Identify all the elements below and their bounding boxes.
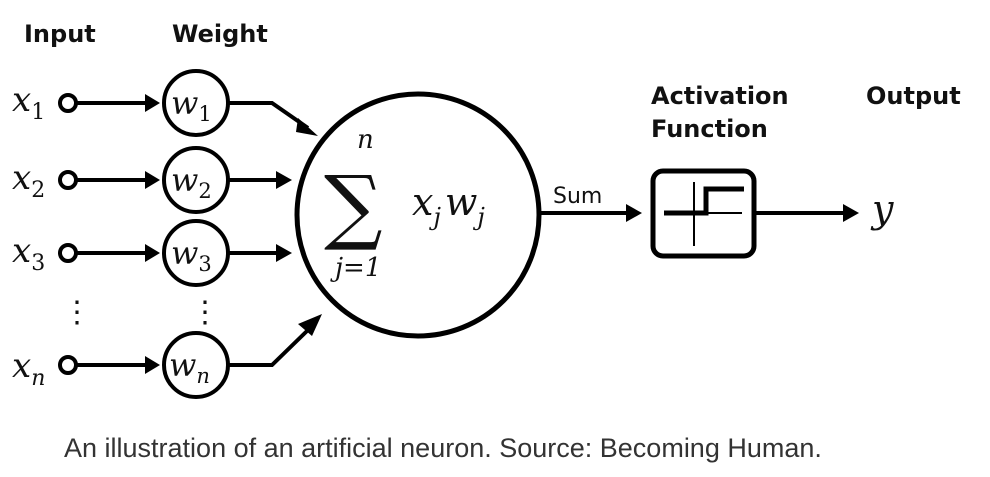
weight-ellipsis-icon: ⋮ xyxy=(190,295,220,330)
weight-label: w1 xyxy=(171,84,212,126)
input-label: x1 xyxy=(12,80,45,125)
input-ellipsis-icon: ⋮ xyxy=(62,295,92,330)
input-header: Input xyxy=(24,20,96,48)
input-node xyxy=(58,170,78,190)
weight-label: wn xyxy=(169,346,210,388)
input-row: x3 w3 xyxy=(12,219,292,287)
weight-header: Weight xyxy=(172,20,268,48)
arrowhead-icon xyxy=(843,204,859,222)
input-node xyxy=(58,355,78,375)
weight-label: w3 xyxy=(171,234,212,276)
input-node xyxy=(58,93,78,113)
arrowhead-icon xyxy=(145,171,160,189)
arrowhead-icon xyxy=(626,204,642,222)
weight-label: w2 xyxy=(171,161,212,203)
arrowhead-icon xyxy=(296,118,318,136)
output-symbol: y xyxy=(870,187,894,231)
input-row: x1 w1 xyxy=(12,69,318,137)
input-node xyxy=(58,243,78,263)
input-row: x2 w2 xyxy=(12,146,292,214)
input-row: xn wn xyxy=(12,314,322,399)
caption: An illustration of an artificial neuron.… xyxy=(64,433,822,463)
weight-to-sum-connector xyxy=(228,328,310,367)
arrowhead-icon xyxy=(298,314,322,336)
arrowhead-icon xyxy=(276,244,292,262)
summation-icon: ∑ xyxy=(324,159,383,254)
summation-upper-limit: n xyxy=(357,125,374,155)
step-function-icon xyxy=(664,182,744,246)
input-label: xn xyxy=(12,346,45,391)
arrowhead-icon xyxy=(145,94,160,112)
input-label: x3 xyxy=(12,231,45,276)
output-header: Output xyxy=(866,82,961,110)
activation-header-line1: Activation xyxy=(651,82,789,110)
arrowhead-icon xyxy=(145,244,160,262)
arrowhead-icon xyxy=(145,356,160,374)
weight-to-sum-connector xyxy=(228,101,310,130)
arrowhead-icon xyxy=(276,171,292,189)
summation-lower-limit: j=1 xyxy=(330,253,381,283)
input-label: x2 xyxy=(12,158,45,203)
sum-label: Sum xyxy=(553,184,602,209)
activation-header-line2: Function xyxy=(651,115,768,143)
